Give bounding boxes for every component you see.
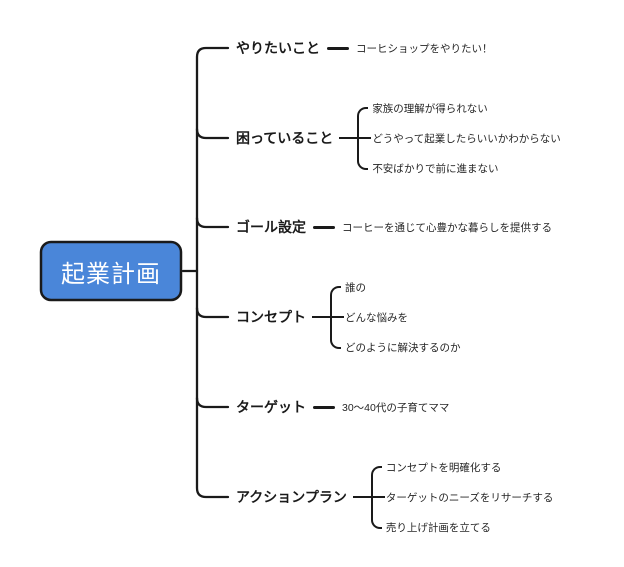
topic-label[interactable]: ターゲット xyxy=(236,399,306,415)
bracket-connector xyxy=(370,465,382,529)
subtopic-label[interactable]: 家族の理解が得られない xyxy=(372,102,488,115)
subtopic-label[interactable]: コンセプトを明確化する xyxy=(385,461,502,474)
subtopic-group: 誰の どんな悩みを どのように解決するのか xyxy=(330,272,461,362)
topic-label[interactable]: やりたいこと xyxy=(236,40,320,56)
topic-label[interactable]: ゴール設定 xyxy=(236,219,306,235)
bracket-connector xyxy=(357,106,369,170)
subtopic-label[interactable]: 誰の xyxy=(345,281,366,294)
topic-label[interactable]: 困っていること xyxy=(236,130,334,146)
topic-child-connector xyxy=(313,225,335,229)
branch-stub-lines xyxy=(195,127,230,409)
subtopic-label[interactable]: 30〜40代の子育てママ xyxy=(342,401,450,414)
subtopic-row: どんな悩みを xyxy=(330,302,461,332)
root-node-label[interactable]: 起業計画 xyxy=(61,260,161,288)
subtopic-row: コンセプトを明確化する xyxy=(371,452,553,482)
branch-target: ターゲット 30〜40代の子育てママ xyxy=(236,397,449,417)
topic-label[interactable]: コンセプト xyxy=(236,309,306,325)
topic-label[interactable]: アクションプラン xyxy=(236,489,347,505)
subtopic-row: どうやって起業したらいいかわからない xyxy=(357,123,560,153)
subtopic-label[interactable]: コーヒショップをやりたい！ xyxy=(356,42,493,55)
topic-child-connector xyxy=(352,495,385,499)
topic-child-connector xyxy=(312,315,344,319)
topic-child-connector xyxy=(327,46,349,50)
branch-yaritai-koto: やりたいこと コーヒショップをやりたい！ xyxy=(236,38,493,58)
branch-concept: コンセプト 誰の どんな悩みを どのように解決するのか xyxy=(236,272,461,362)
subtopic-row: ターゲットのニーズをリサーチする xyxy=(371,482,553,512)
subtopic-label[interactable]: ターゲットのニーズをリサーチする xyxy=(385,491,554,504)
subtopic-label[interactable]: どうやって起業したらいいかわからない xyxy=(372,132,561,145)
subtopic-row: 不安ばかりで前に進まない xyxy=(357,153,560,183)
subtopic-group: コンセプトを明確化する ターゲットのニーズをリサーチする 売り上げ計画を立てる xyxy=(370,452,553,542)
subtopic-group: 家族の理解が得られない どうやって起業したらいいかわからない 不安ばかりで前に進… xyxy=(357,93,561,183)
subtopic-label[interactable]: どんな悩みを xyxy=(345,311,408,324)
subtopic-row: 誰の xyxy=(330,272,461,302)
root-node-box[interactable] xyxy=(39,240,183,302)
subtopic-label[interactable]: 不安ばかりで前に進まない xyxy=(372,162,499,175)
subtopic-label[interactable]: どのように解決するのか xyxy=(345,341,461,354)
subtopic-row: 家族の理解が得られない xyxy=(357,93,560,123)
trunk-line xyxy=(195,46,230,499)
topic-child-connector xyxy=(313,405,335,409)
subtopic-label[interactable]: コーヒーを通じて心豊かな暮らしを提供する xyxy=(342,221,552,234)
subtopic-label[interactable]: 売り上げ計画を立てる xyxy=(385,521,491,534)
branch-action-plan: アクションプラン コンセプトを明確化する ターゲットのニーズをリサーチする 売り… xyxy=(236,452,553,542)
bracket-connector xyxy=(330,285,341,349)
branch-komatte-iru-koto: 困っていること 家族の理解が得られない どうやって起業したらいいかわからない 不… xyxy=(236,93,561,183)
subtopic-row: 売り上げ計画を立てる xyxy=(371,512,553,542)
subtopic-row: どのように解決するのか xyxy=(330,332,461,362)
topic-child-connector xyxy=(339,136,372,140)
branch-goal-settei: ゴール設定 コーヒーを通じて心豊かな暮らしを提供する xyxy=(236,217,552,237)
